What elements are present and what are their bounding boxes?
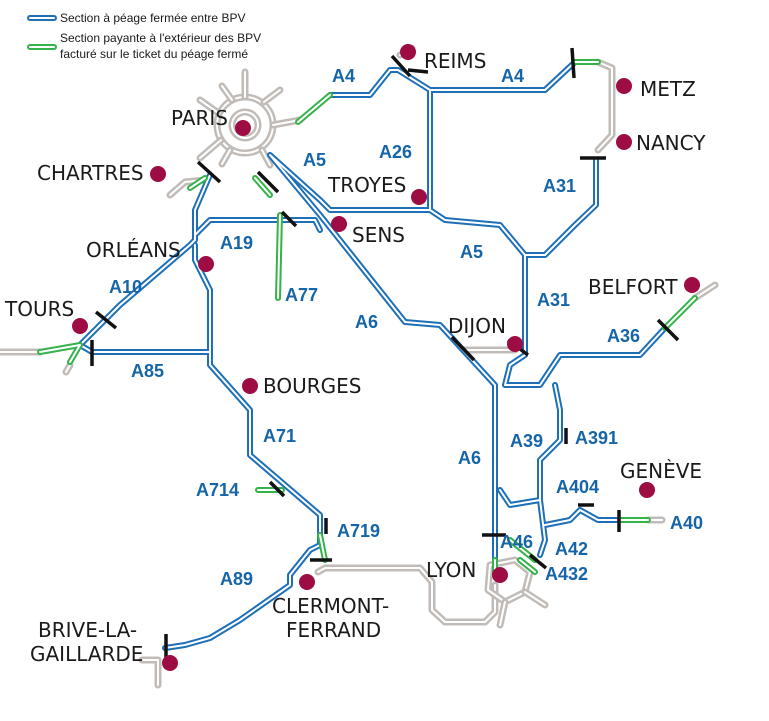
city-label-belfort: BELFORT xyxy=(588,275,678,299)
city-marker-geneve xyxy=(639,482,655,498)
city-label-troyes: TROYES xyxy=(327,173,406,197)
road-label-a39: A39 xyxy=(510,431,543,451)
legend-paying-label-2: facturé sur le ticket du péage fermé xyxy=(60,47,248,61)
road-label-a36: A36 xyxy=(607,326,640,346)
city-label-paris: PARIS xyxy=(171,106,228,130)
city-marker-brive xyxy=(162,655,178,671)
road-label-a714: A714 xyxy=(196,480,239,500)
legend-paying-label-1: Section payante à l'extérieur des BPV xyxy=(60,31,261,45)
legend: Section à péage fermée entre BPV Section… xyxy=(27,11,261,61)
road-label-a19: A19 xyxy=(220,233,253,253)
road-label-a31-south: A31 xyxy=(537,290,570,310)
barrier-a432 xyxy=(528,553,548,570)
city-label-brive-1: BRIVE-LA- xyxy=(38,618,137,642)
city-label-chartres: CHARTRES xyxy=(37,161,144,185)
paying-roads xyxy=(37,59,698,578)
city-marker-clermont xyxy=(299,574,315,590)
city-label-reims: REIMS xyxy=(424,49,486,73)
legend-closed-label: Section à péage fermée entre BPV xyxy=(60,11,245,25)
city-marker-troyes xyxy=(411,189,427,205)
city-marker-orleans xyxy=(198,256,214,272)
toll-barriers xyxy=(90,47,680,664)
barrier-a10 xyxy=(94,310,118,330)
road-label-a4-east: A4 xyxy=(501,66,524,86)
road-label-a77: A77 xyxy=(285,285,318,305)
barrier-chartres xyxy=(196,160,222,184)
city-label-sens: SENS xyxy=(352,223,405,247)
barrier-dijon xyxy=(450,335,476,362)
other-roads xyxy=(0,44,719,689)
city-marker-tours xyxy=(72,318,88,334)
road-label-a6-north: A6 xyxy=(355,312,378,332)
road-label-a42: A42 xyxy=(555,539,588,559)
city-marker-lyon xyxy=(492,567,508,583)
city-label-orleans: ORLÉANS xyxy=(86,238,181,262)
barrier-a19 xyxy=(280,210,298,228)
road-label-a5-south: A5 xyxy=(460,242,483,262)
city-label-clermont-2: FERRAND xyxy=(286,618,381,642)
city-marker-metz xyxy=(616,78,632,94)
road-label-a85: A85 xyxy=(131,361,164,381)
road-label-a71: A71 xyxy=(263,426,296,446)
barrier-reims-2 xyxy=(407,68,429,74)
road-label-a40: A40 xyxy=(670,513,703,533)
road-label-a10: A10 xyxy=(109,277,142,297)
city-marker-sens xyxy=(331,216,347,232)
closed-toll-roads xyxy=(77,59,668,651)
barrier-a714 xyxy=(268,480,286,498)
road-label-a26: A26 xyxy=(379,142,412,162)
road-labels: A4 A4 A26 A5 A5 A31 A31 A19 A77 A10 A85 … xyxy=(109,66,703,589)
city-marker-nancy xyxy=(616,134,632,150)
barrier-a36 xyxy=(656,318,680,342)
city-label-lyon: LYON xyxy=(426,558,476,582)
city-label-brive-2: GAILLARDE xyxy=(30,642,143,666)
city-marker-paris xyxy=(235,120,251,136)
road-label-a719: A719 xyxy=(337,521,380,541)
road-label-a31-north: A31 xyxy=(543,176,576,196)
city-label-clermont-1: CLERMONT- xyxy=(272,594,389,618)
road-label-a404: A404 xyxy=(556,477,599,497)
barrier-reims xyxy=(390,54,412,78)
city-marker-reims xyxy=(400,44,416,60)
road-label-a4-west: A4 xyxy=(332,66,355,86)
city-marker-dijon xyxy=(507,336,523,352)
city-marker-chartres xyxy=(150,166,166,182)
city-markers xyxy=(72,44,700,671)
barrier-a5 xyxy=(256,170,280,194)
road-label-a46: A46 xyxy=(500,532,533,552)
city-label-nancy: NANCY xyxy=(636,131,706,155)
city-label-dijon: DIJON xyxy=(448,314,506,338)
road-label-a6-south: A6 xyxy=(458,448,481,468)
road-label-a89: A89 xyxy=(220,569,253,589)
city-labels: REIMS METZ NANCY PARIS CHARTRES TROYES S… xyxy=(4,49,706,666)
city-marker-bourges xyxy=(242,378,258,394)
city-label-bourges: BOURGES xyxy=(263,374,361,398)
road-label-a5-north: A5 xyxy=(303,150,326,170)
city-label-geneve: GENÈVE xyxy=(620,459,702,483)
city-marker-belfort xyxy=(684,277,700,293)
road-label-a391: A391 xyxy=(575,428,618,448)
road-label-a432: A432 xyxy=(545,564,588,584)
barrier-metz xyxy=(570,47,576,79)
city-label-tours: TOURS xyxy=(4,297,74,321)
city-label-metz: METZ xyxy=(640,77,696,101)
